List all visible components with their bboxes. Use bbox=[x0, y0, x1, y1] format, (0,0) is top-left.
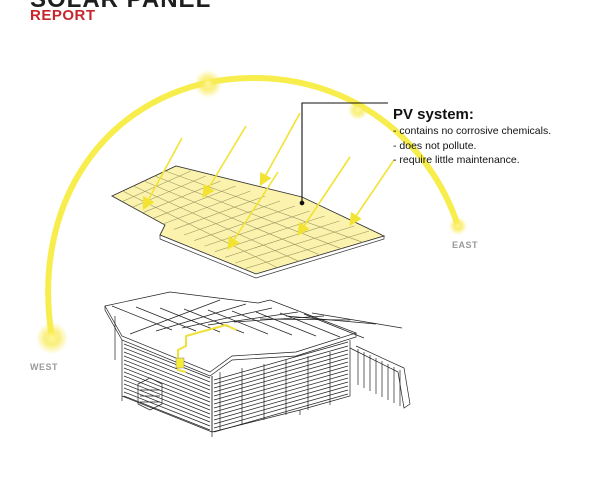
wall-siding-line bbox=[213, 393, 349, 433]
power-conduit bbox=[177, 324, 237, 373]
callout-item: - does not pollute. bbox=[393, 139, 477, 152]
sun-top-glow bbox=[194, 70, 222, 98]
panel-cell-line bbox=[165, 170, 363, 243]
wall-siding-line bbox=[213, 349, 349, 389]
wall-siding-line bbox=[213, 353, 349, 393]
wall-siding-line bbox=[213, 341, 349, 381]
house-side-wall bbox=[211, 340, 351, 433]
wall-siding-line bbox=[213, 373, 349, 413]
sun-ray-arrow bbox=[202, 125, 247, 199]
wall-siding-line bbox=[123, 379, 211, 415]
wall-siding-line bbox=[213, 357, 349, 397]
panel-cell-line bbox=[143, 180, 321, 256]
roof-beam-line bbox=[259, 318, 351, 321]
roof-rafter-line bbox=[159, 307, 221, 333]
callout-item: - require little maintenance. bbox=[393, 154, 520, 166]
wall-siding-line bbox=[213, 381, 349, 421]
house-deck bbox=[349, 345, 411, 409]
east-label: EAST bbox=[452, 240, 479, 250]
panel-surface bbox=[111, 165, 386, 275]
roof-beam-line bbox=[181, 307, 273, 329]
roof-rafter-line bbox=[303, 313, 365, 339]
wall-siding-line bbox=[123, 347, 211, 383]
sun-rays bbox=[142, 112, 395, 251]
wall-siding-line bbox=[123, 383, 211, 419]
sun-mid-glow bbox=[348, 100, 368, 120]
roof-rafter-line bbox=[279, 312, 341, 338]
wall-siding-line bbox=[123, 391, 211, 427]
wall-siding-line bbox=[123, 343, 211, 379]
wall-siding-line bbox=[123, 375, 211, 411]
sun-ray-arrow bbox=[349, 159, 395, 226]
sun-ray-arrow bbox=[297, 156, 351, 236]
panel-cell-line bbox=[133, 185, 299, 262]
solar-panel-array bbox=[111, 165, 386, 279]
wall-siding-line bbox=[123, 387, 211, 423]
wall-siding-line bbox=[213, 385, 349, 425]
wall-siding-line bbox=[123, 395, 211, 431]
wall-siding-line bbox=[123, 355, 211, 391]
callout-list: - contains no corrosive chemicals. - doe… bbox=[393, 124, 551, 168]
inverter-box bbox=[175, 357, 185, 369]
panel-cell-line bbox=[154, 175, 342, 249]
house-roof-outline bbox=[104, 291, 358, 373]
wall-siding-line bbox=[123, 363, 211, 399]
roof-beam-line bbox=[207, 311, 299, 326]
wall-siding-line bbox=[123, 359, 211, 395]
west-label: WEST bbox=[30, 362, 58, 372]
wall-siding-line bbox=[213, 361, 349, 401]
wall-siding-line bbox=[123, 367, 211, 403]
roof-beam-line bbox=[285, 315, 377, 325]
wall-siding-line bbox=[213, 377, 349, 417]
wall-siding-line bbox=[213, 365, 349, 405]
sun-ray-arrow bbox=[259, 112, 301, 187]
page-subtitle: REPORT bbox=[30, 7, 96, 24]
house-structure bbox=[104, 291, 411, 437]
sun-ray-arrow bbox=[142, 137, 183, 211]
sun-ray-arrow bbox=[227, 171, 279, 251]
roof-beam-line bbox=[311, 312, 403, 329]
page-title: SOLAR PANEL bbox=[30, 0, 211, 12]
sun-west-glow bbox=[36, 322, 68, 354]
callout-leader bbox=[299, 102, 388, 206]
roof-beam-line bbox=[155, 303, 247, 332]
wall-siding-line bbox=[123, 351, 211, 387]
roof-beam-line bbox=[129, 299, 221, 335]
sun-path-arc bbox=[45, 74, 461, 341]
wall-siding-line bbox=[213, 389, 349, 429]
house-front-wall bbox=[121, 340, 213, 433]
sun-east-glow bbox=[449, 217, 467, 235]
wall-siding-line bbox=[123, 371, 211, 407]
roof-rafter-line bbox=[255, 311, 317, 337]
roof-rafter-line bbox=[111, 305, 173, 331]
panel-edge bbox=[159, 234, 385, 279]
callout-item: - contains no corrosive chemicals. bbox=[393, 125, 552, 137]
wall-siding-line bbox=[213, 345, 349, 385]
wall-siding-line bbox=[213, 369, 349, 409]
callout-title: PV system: bbox=[393, 106, 474, 123]
